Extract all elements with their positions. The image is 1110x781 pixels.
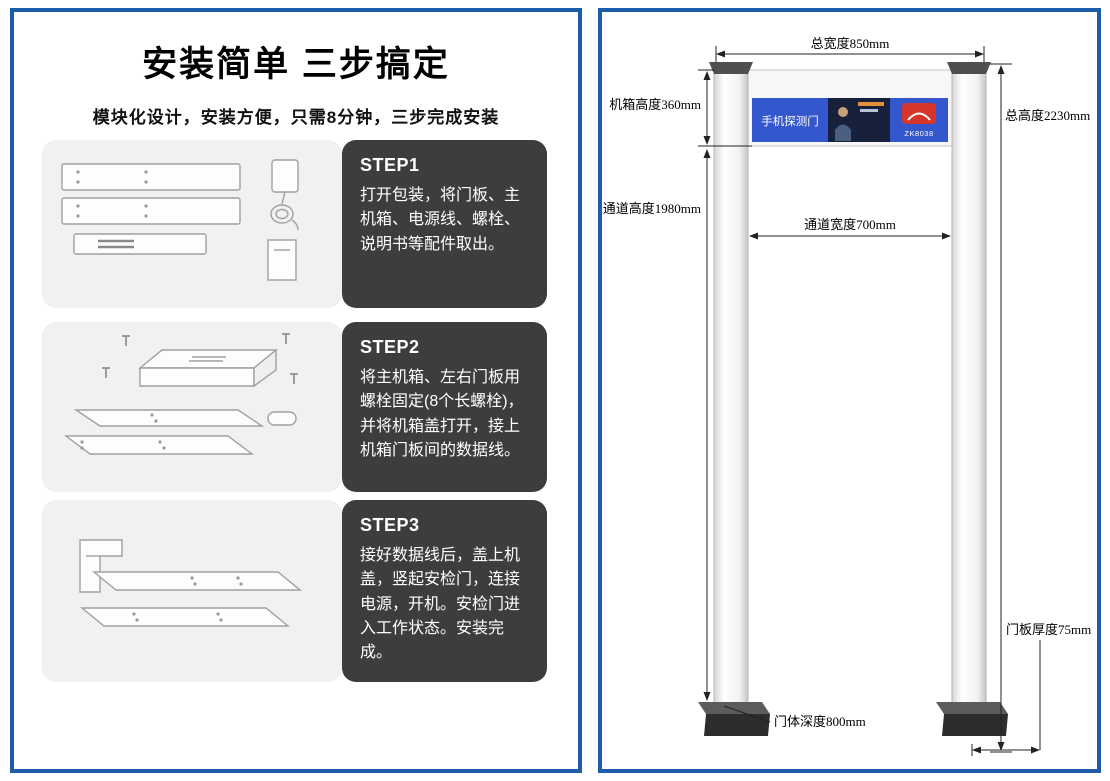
step3-label: STEP3	[360, 515, 420, 535]
gate-header-cabinet: 手机探测门 ZK8038	[747, 69, 953, 147]
screen-person-figure	[838, 107, 848, 117]
dim-total-width-label: 总宽度850mm	[811, 36, 890, 51]
step3-description: 接好数据线后，盖上机盖，竖起安检门，连接电源，开机。安检门进入工作状态。安装完成…	[360, 547, 521, 662]
guide-title: 安装简单 三步搞定	[142, 45, 450, 84]
gate-left-pillar	[713, 69, 749, 707]
gate-bases	[698, 702, 1008, 736]
step1-row: STEP1 打开包装，将门板、主机箱、电源线、螺栓、说明书等配件取出。	[42, 140, 547, 308]
step1-card: STEP1 打开包装，将门板、主机箱、电源线、螺栓、说明书等配件取出。	[342, 140, 547, 308]
step3-illustration	[42, 500, 342, 682]
dim-channel-height-label: 通道高度1980mm	[603, 201, 701, 216]
dimension-diagram-panel: 手机探测门 ZK8038	[598, 8, 1101, 773]
dim-channel-width-label: 通道宽度700mm	[804, 217, 896, 232]
gate-right-pillar	[951, 69, 987, 707]
gate-brand-logo: ZK8038	[902, 103, 936, 138]
step2-assembly-drawing	[63, 333, 298, 455]
step1-description: 打开包装，将门板、主机箱、电源线、螺栓、说明书等配件取出。	[360, 187, 521, 253]
gate-pillars	[709, 62, 991, 707]
dim-channel-width: 通道宽度700mm	[749, 217, 951, 240]
step1-parts-drawing	[61, 159, 299, 281]
step2-card: STEP2 将主机箱、左右门板用螺栓固定(8个长螺栓)，并将机箱盖打开，接上机箱…	[342, 322, 547, 492]
step2-row: STEP2 将主机箱、左右门板用螺栓固定(8个长螺栓)，并将机箱盖打开，接上机箱…	[42, 322, 547, 492]
dim-cabinet-height-label: 机箱高度360mm	[609, 97, 701, 112]
right-pillar-cap	[947, 62, 991, 74]
dim-panel-thickness: 门板厚度75mm	[971, 622, 1091, 756]
dim-channel-height: 通道高度1980mm	[603, 149, 711, 701]
dim-total-width: 总宽度850mm	[715, 36, 985, 62]
dim-body-depth-label: 门体深度800mm	[774, 714, 866, 729]
brand-model-label: ZK8038	[904, 129, 933, 138]
step3-card: STEP3 接好数据线后，盖上机盖，竖起安检门，连接电源，开机。安检门进入工作状…	[342, 500, 547, 682]
step1-illustration	[42, 140, 342, 308]
dim-total-height: 总高度2230mm	[990, 63, 1090, 753]
dim-total-height-label: 总高度2230mm	[1005, 108, 1090, 123]
step1-label: STEP1	[360, 155, 420, 175]
step2-label: STEP2	[360, 337, 420, 357]
security-gate-diagram: 手机探测门 ZK8038	[603, 36, 1091, 756]
gate-screen	[828, 98, 890, 142]
dim-cabinet-height: 机箱高度360mm	[609, 69, 752, 147]
step2-description: 将主机箱、左右门板用螺栓固定(8个长螺栓)，并将机箱盖打开，接上机箱门板间的数据…	[360, 369, 524, 459]
guide-subtitle: 模块化设计，安装方便，只需8分钟，三步完成安装	[92, 108, 500, 127]
left-pillar-cap	[709, 62, 753, 74]
step3-row: STEP3 接好数据线后，盖上机盖，竖起安检门，连接电源，开机。安检门进入工作状…	[42, 500, 547, 682]
install-guide-panel: 安装简单 三步搞定 模块化设计，安装方便，只需8分钟，三步完成安装	[10, 8, 582, 773]
dim-panel-thickness-label: 门板厚度75mm	[1006, 622, 1091, 637]
step2-illustration	[42, 322, 342, 492]
dim-body-depth: 门体深度800mm	[723, 705, 866, 729]
gate-product-name-label: 手机探测门	[761, 114, 819, 128]
step3-finish-drawing	[79, 539, 302, 627]
